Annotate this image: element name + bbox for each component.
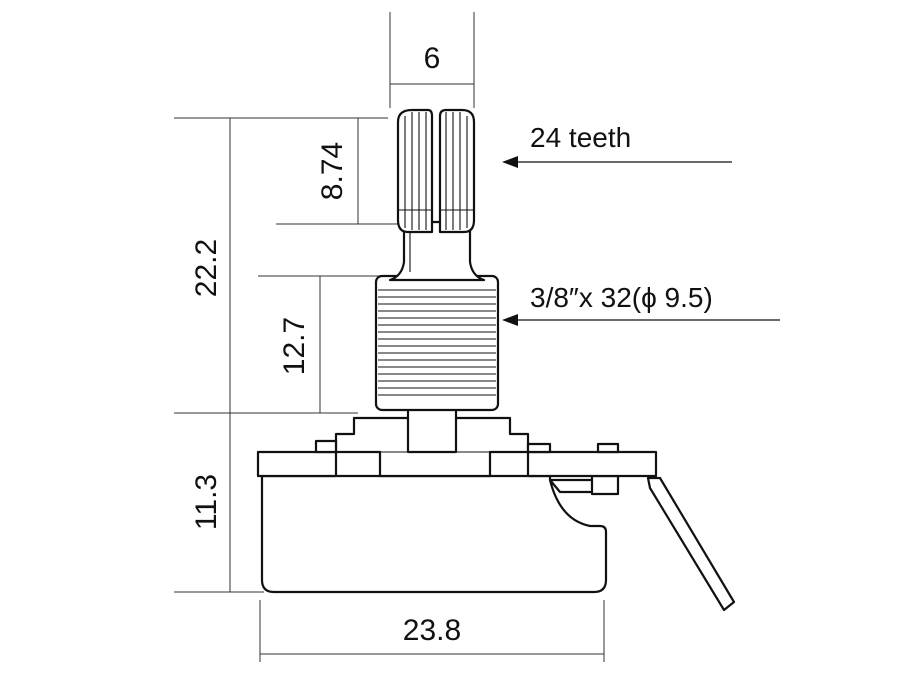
anti-rotation-tab — [406, 406, 458, 454]
knurl-left-half — [396, 108, 434, 234]
solder-lug — [646, 476, 736, 612]
shaft-width-label: 6 — [424, 42, 441, 75]
dimension-lines — [174, 12, 605, 662]
knurl-right-half — [438, 108, 476, 234]
flange-bump-far-right — [596, 442, 620, 454]
teeth-callout-label: 24 teeth — [530, 122, 631, 153]
knurl-length-label: 8.74 — [316, 142, 349, 200]
shaft-neck — [388, 220, 486, 282]
lug-rivet — [590, 474, 620, 496]
total-height-label: 22.2 — [190, 239, 223, 297]
body-height-label: 11.3 — [190, 474, 223, 530]
threaded-bushing — [374, 274, 500, 412]
body-width-label: 23.8 — [403, 614, 461, 647]
teeth-arrow-head — [502, 156, 518, 168]
bushing-threads — [378, 289, 496, 396]
flange-bump-right — [526, 442, 552, 454]
body-can — [260, 474, 608, 594]
knurl-teeth — [398, 112, 474, 230]
thread-arrow-head — [502, 314, 518, 326]
potentiometer-part — [256, 108, 736, 612]
thread-callout-label: 3/8″x 32(ϕ 9.5) — [530, 282, 713, 313]
bushing-length-label: 12.7 — [278, 317, 311, 375]
flange-bump-left — [314, 439, 338, 454]
